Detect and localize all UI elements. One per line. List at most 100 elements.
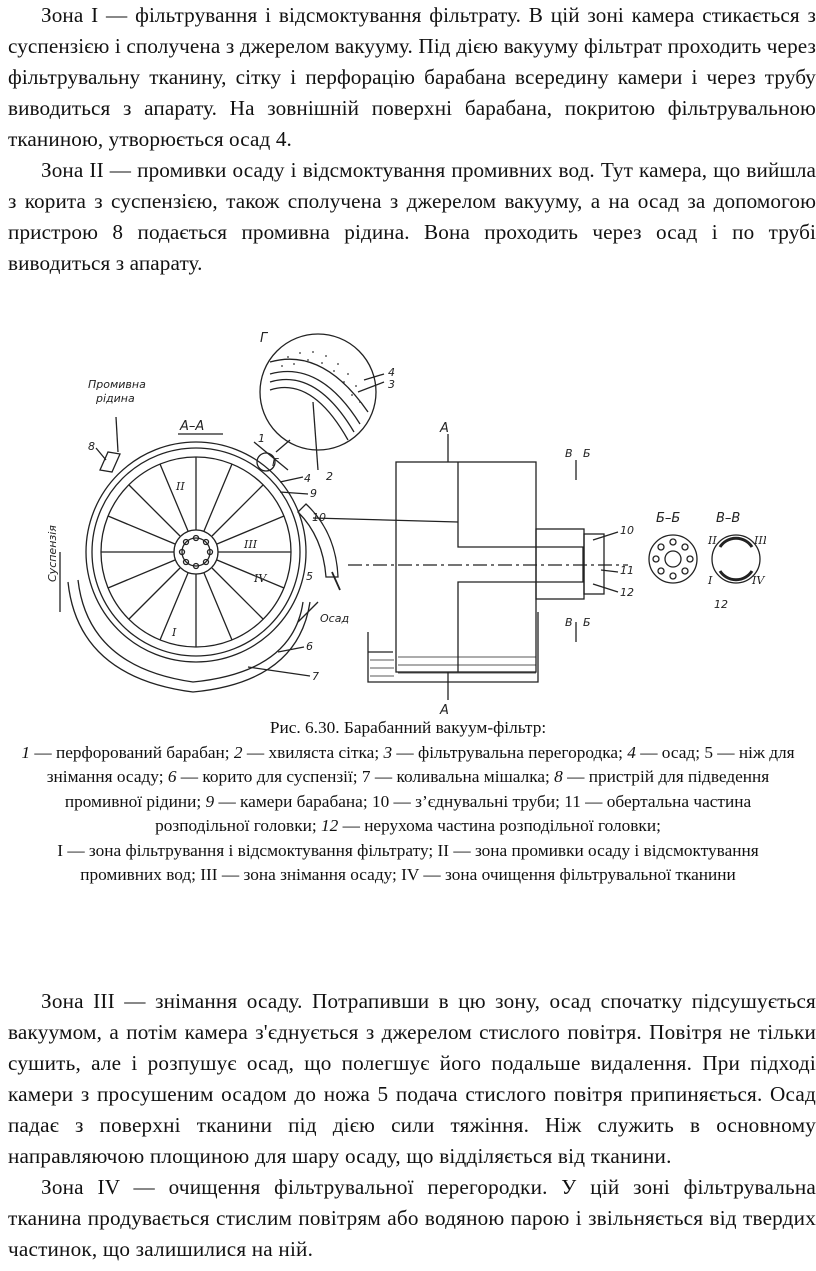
leader-6 [277, 646, 305, 653]
zone-label-I: II [175, 480, 185, 493]
leader-5 [297, 601, 319, 623]
head-rotating [535, 528, 585, 600]
legend-description: — корито для суспензії; [176, 767, 362, 786]
num-10b: 10 [620, 524, 634, 537]
trough-inner [77, 579, 304, 683]
legend-number: 1 [21, 742, 31, 762]
top-text-block: Зона I — фільтрування і відсмоктування ф… [8, 0, 816, 279]
num-3: 3 [388, 378, 395, 391]
figure-drawing: Промивна рідина Суспензія Осад А–А Г Г А… [48, 331, 766, 717]
leader-4b [279, 476, 304, 483]
sediment-arrow [331, 571, 341, 591]
hub-holes [178, 534, 214, 570]
caption-title: Рис. 6.30. Барабанний вакуум-фільтр: [269, 718, 547, 737]
legend-number: 10 [371, 791, 390, 811]
label-section-b2: Б [583, 616, 591, 629]
detail-stipple [281, 351, 361, 403]
legend-description: — камери барабана; [214, 791, 372, 811]
vv-label-I: I [707, 574, 713, 587]
zone-label-IV: IV [253, 572, 267, 585]
num-12: 12 [620, 586, 634, 599]
wash-device [99, 451, 121, 473]
label-detail-g: Г [260, 331, 269, 346]
vv-slot-2 [718, 570, 754, 582]
num-11: 11 [620, 564, 634, 577]
legend-description: — нерухома частина розподільної головки; [338, 816, 661, 835]
legend-number: 5 [704, 742, 713, 762]
label-wash-liquid-1: Промивна [88, 378, 146, 391]
detail-layer-2 [269, 370, 361, 425]
legend-description: — обертальна частина розподільної головк… [155, 791, 752, 836]
caption-zones: I — зона фільтрування і відсмоктування ф… [57, 840, 759, 885]
legend-description: — пристрій для підведення промивної ріди… [64, 767, 770, 811]
knife [297, 503, 339, 578]
figure-caption: Рис. 6.30. Барабанний вакуум-фільтр: 1 —… [20, 716, 796, 888]
label-detail-g-2: Г [272, 456, 279, 469]
leader-10b [592, 531, 619, 541]
legend-number: 7 [361, 767, 371, 786]
legend-description: — з’єднувальні труби; [389, 791, 565, 811]
drum-vacuum-filter-figure: Промивна рідина Суспензія Осад А–А Г Г А… [48, 322, 766, 717]
num-7: 7 [312, 670, 319, 683]
legend-number: 2 [233, 742, 243, 762]
vv-label-II: II [707, 534, 717, 547]
num-8: 8 [88, 440, 95, 453]
drum-spokes [101, 457, 291, 647]
legend-number: 9 [205, 791, 215, 811]
drum-shell [91, 447, 301, 657]
detail-g-circle [259, 333, 377, 451]
vv-disc [711, 534, 761, 584]
label-section-vv: В–В [716, 511, 740, 526]
leader-1 [253, 441, 289, 471]
drum-hub [173, 529, 219, 575]
bb-center [664, 550, 682, 568]
bottom-text-block: Зона III — знімання осаду. Потрапивши в … [8, 986, 816, 1265]
leader-9 [279, 491, 309, 495]
num-4b: 4 [304, 472, 311, 485]
head-channel [457, 462, 584, 672]
label-sediment: Осад [320, 612, 349, 625]
legend-number: 3 [383, 742, 393, 762]
legend-description: — осад; [635, 742, 705, 762]
num-9: 9 [310, 487, 317, 500]
tank [367, 612, 539, 683]
legend-description: — ніж для знімання осаду; [46, 742, 795, 787]
leader-8 [95, 447, 107, 461]
head-fixed [583, 533, 605, 595]
num-12b: 12 [714, 598, 728, 611]
vv-label-III: III [753, 534, 766, 547]
detail-layer-1 [269, 358, 369, 413]
leader-7 [247, 666, 311, 677]
legend-description: — фільтрувальна перегородка; [392, 742, 628, 762]
drum-outer [85, 441, 307, 663]
detail-layer-3 [269, 378, 355, 433]
legend-number: 11 [564, 791, 581, 811]
legend-description: — хвиляста сітка; [242, 742, 384, 762]
bb-disc [648, 534, 698, 584]
vv-label-IV: IV [751, 574, 765, 587]
drum-hub-inner [181, 537, 211, 567]
label-section-v: В [565, 447, 573, 460]
label-suspension: Суспензія [48, 525, 59, 582]
caption-legend: 1 — перфорований барабан; 2 — хвиляста с… [20, 741, 796, 839]
zone-label-III: III [243, 538, 258, 551]
legend-description: — перфорований барабан; [30, 742, 234, 762]
wash-arrow [115, 416, 119, 453]
paragraph-zone-2: Зона II — промивки осаду і відсмоктуванн… [8, 158, 816, 275]
zone-label-II: I [171, 626, 177, 639]
detail-layer-4 [269, 386, 349, 441]
head-body [395, 461, 537, 673]
label-wash-liquid-2: рідина [95, 392, 135, 405]
leader-12 [592, 583, 619, 593]
leader-11 [600, 569, 619, 573]
leader-3 [357, 381, 385, 393]
legend-description: — коливальна мішалка; [370, 767, 555, 786]
leader-2 [312, 401, 319, 471]
paragraph-zone-1: Зона I — фільтрування і відсмоктування ф… [8, 3, 816, 151]
label-section-v2: В [565, 616, 573, 629]
num-10: 10 [312, 511, 326, 524]
tank-liquid [370, 656, 536, 677]
label-section-b: Б [583, 447, 591, 460]
detail-g-leader [275, 439, 291, 453]
